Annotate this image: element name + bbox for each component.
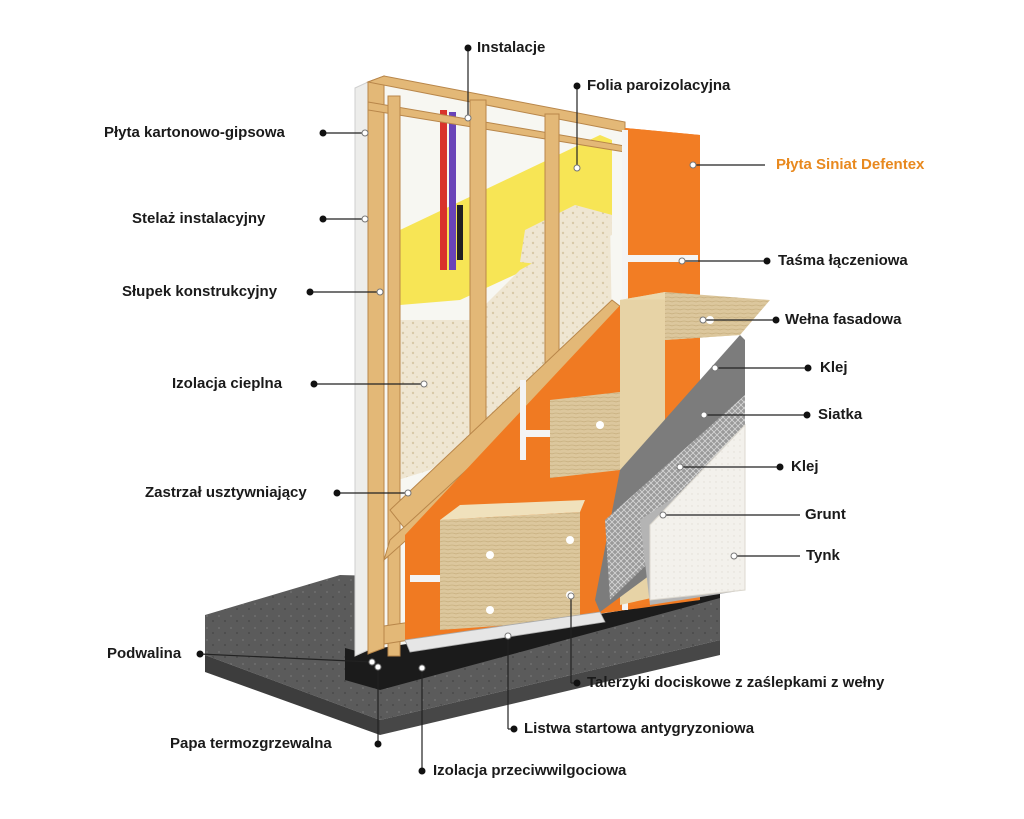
thermal-insulation-upper	[520, 205, 612, 265]
label-siatka: Siatka	[818, 406, 863, 423]
label-listwa: Listwa startowa antygryzoniowa	[524, 720, 755, 737]
label-klej-1: Klej	[820, 359, 848, 376]
label-defentex: Płyta Siniat Defentex	[776, 156, 925, 173]
installation-pipes	[440, 110, 463, 270]
starter-strip	[404, 611, 606, 653]
label-stelaz: Stelaż instalacyjny	[132, 210, 266, 227]
label-tynk: Tynk	[806, 547, 840, 564]
label-zastrzal: Zastrzał usztywniający	[145, 484, 307, 501]
drywall-panel	[354, 81, 369, 657]
label-talerzyki: Talerzyki dociskowe z zaślepkami z wełny	[587, 674, 885, 691]
leader-markers	[196, 44, 812, 775]
plaster-finish	[649, 423, 746, 601]
label-instalacje: Instalacje	[477, 39, 546, 56]
label-grunt: Grunt	[805, 506, 846, 523]
label-folia: Folia paroizolacyjna	[587, 77, 731, 94]
label-podwalina: Podwalina	[107, 645, 182, 662]
label-klej-2: Klej	[791, 458, 819, 475]
label-przeciwwilgociowa: Izolacja przeciwwilgociowa	[433, 762, 627, 779]
label-papa: Papa termozgrzewalna	[170, 735, 332, 752]
leader-lines	[199, 48, 808, 771]
bitumen-membrane	[345, 585, 720, 690]
label-izolacja: Izolacja cieplna	[172, 375, 283, 392]
label-tasma: Taśma łączeniowa	[778, 252, 908, 269]
label-plyta-kg: Płyta kartonowo-gipsowa	[104, 124, 285, 141]
label-welna: Wełna fasadowa	[785, 311, 902, 328]
label-slupek: Słupek konstrukcyjny	[122, 283, 278, 300]
